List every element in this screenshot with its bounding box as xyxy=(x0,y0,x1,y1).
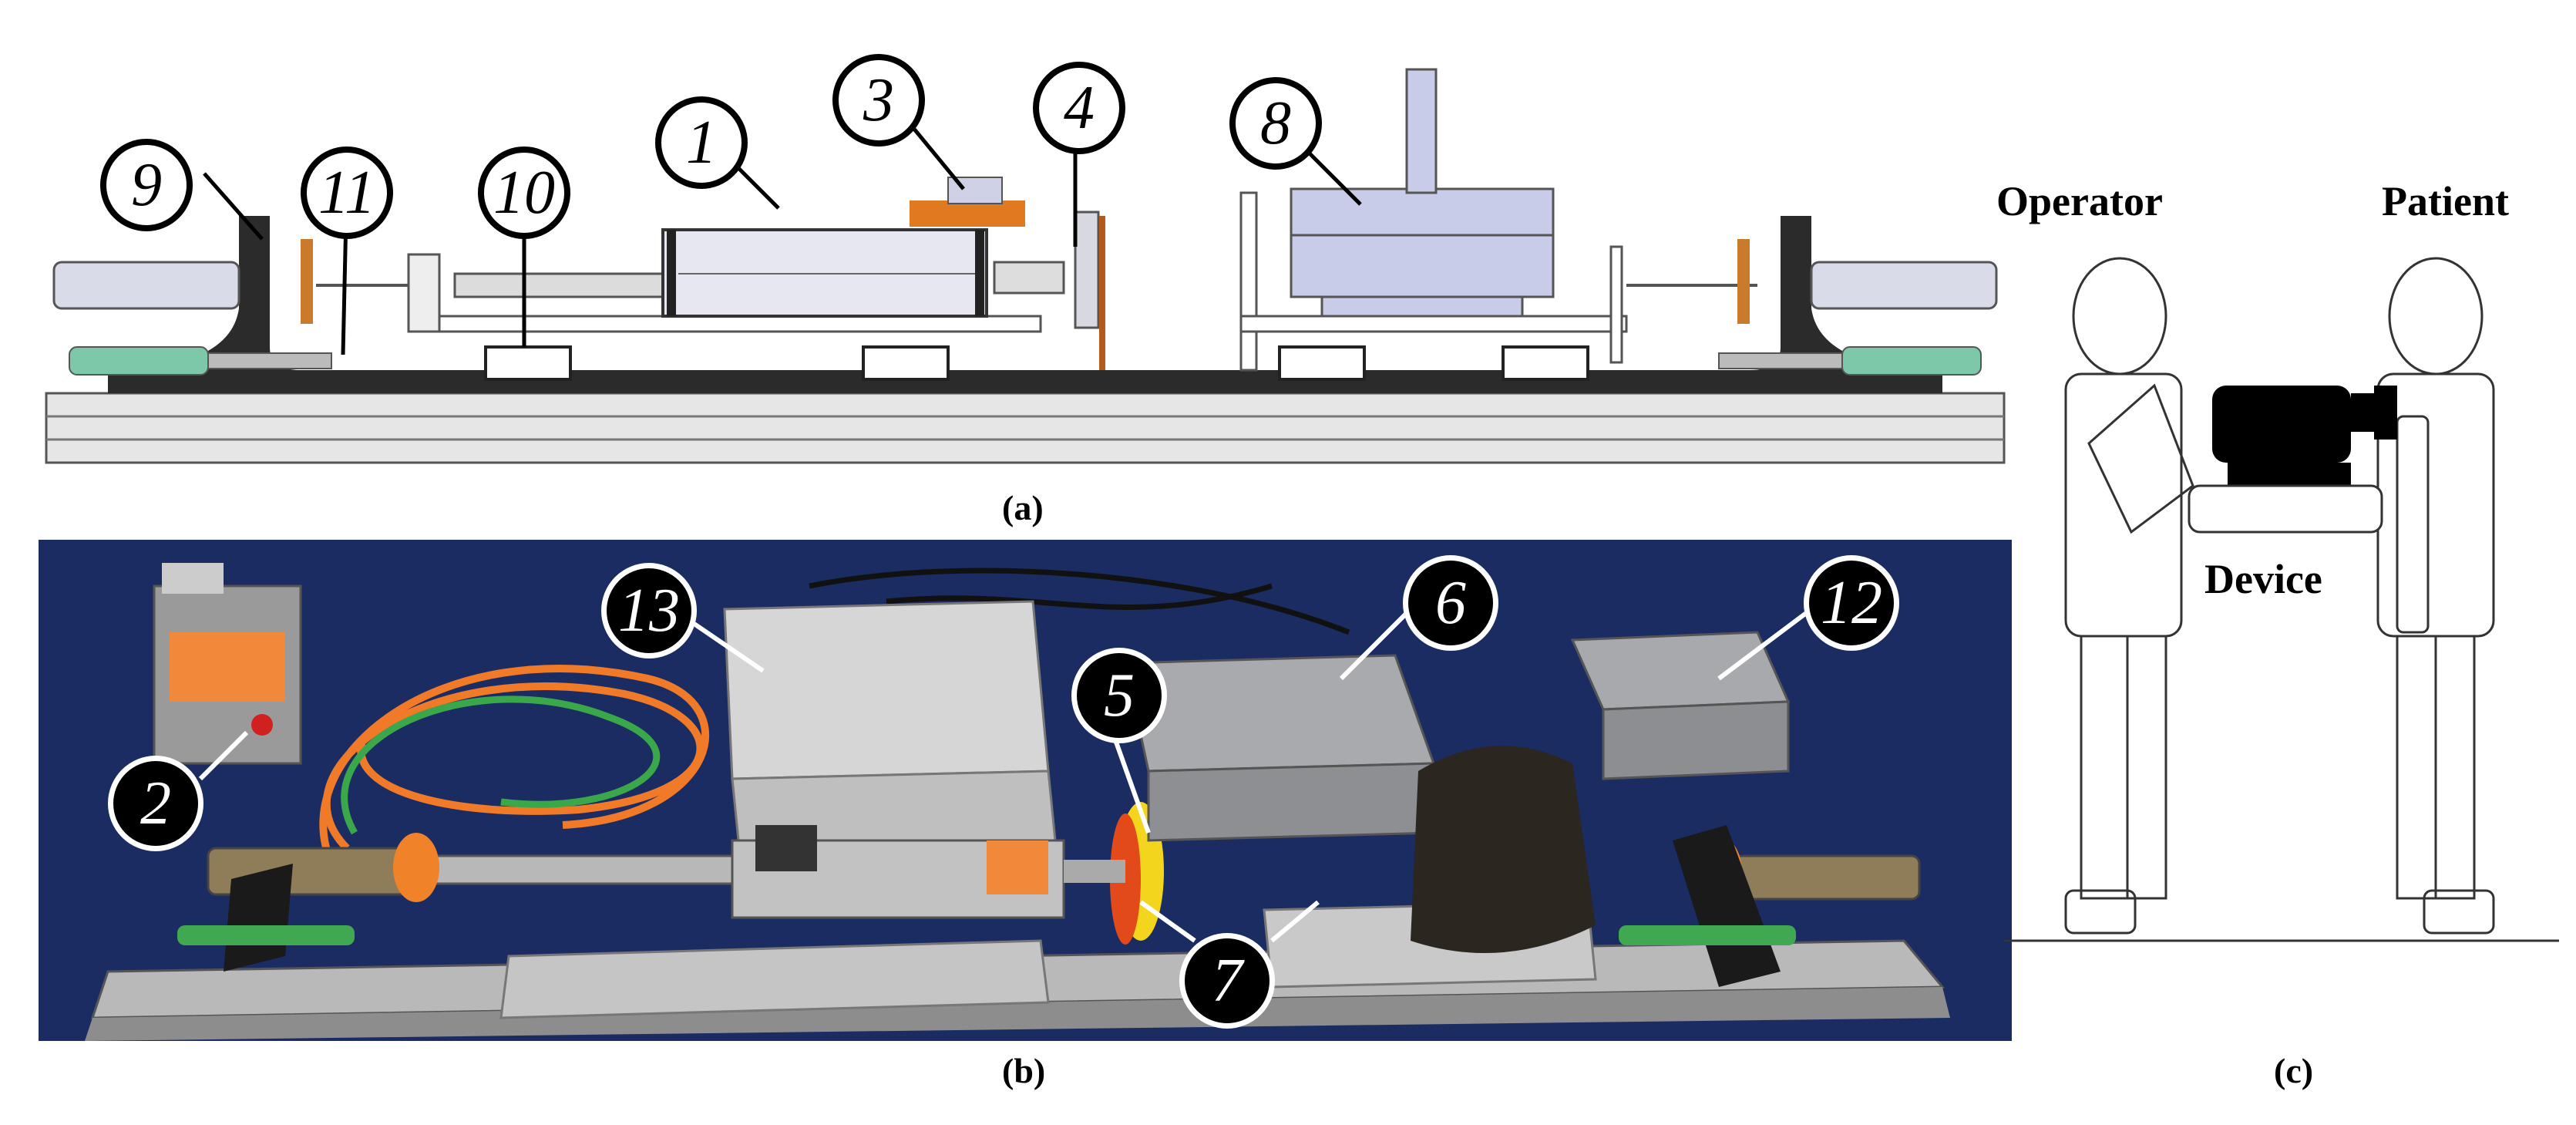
cad-side-view: 9 11 10 1 3 4 8 xyxy=(39,54,2012,486)
callout-3: 3 xyxy=(832,54,925,147)
callout-5: 5 xyxy=(1071,648,1167,743)
callout-12-text: 12 xyxy=(1821,568,1882,637)
callout-2: 2 xyxy=(108,756,203,851)
callout-4: 4 xyxy=(1033,62,1125,154)
callout-7: 7 xyxy=(1179,933,1275,1029)
callout-5-text: 5 xyxy=(1104,661,1135,729)
cad-drawing xyxy=(45,68,2006,464)
callout-9-text: 9 xyxy=(131,150,162,219)
callout-13-text: 13 xyxy=(618,576,680,645)
callout-6-text: 6 xyxy=(1435,568,1466,637)
usage-sketch-drawing xyxy=(2004,257,2559,942)
callout-9: 9 xyxy=(100,139,193,231)
device-label: Device xyxy=(2204,556,2322,602)
callout-10-text: 10 xyxy=(493,158,555,227)
callout-13: 13 xyxy=(601,563,697,658)
patient-label: Patient xyxy=(2382,178,2509,224)
callout-8-text: 8 xyxy=(1260,89,1291,157)
callout-4-text: 4 xyxy=(1064,73,1095,142)
callout-1: 1 xyxy=(655,96,748,189)
usage-scenario-sketch: Operator Patient Device xyxy=(1989,154,2574,972)
photo-illustration xyxy=(85,563,1950,1041)
callout-12: 12 xyxy=(1804,555,1899,651)
callout-3-text: 3 xyxy=(863,66,894,134)
callout-11-text: 11 xyxy=(318,158,376,227)
callout-6: 6 xyxy=(1403,555,1498,651)
callout-1-text: 1 xyxy=(686,108,717,177)
callout-11: 11 xyxy=(301,147,393,239)
callout-7-text: 7 xyxy=(1212,946,1243,1015)
operator-label: Operator xyxy=(1996,178,2163,224)
callout-10: 10 xyxy=(478,147,570,239)
caption-c: (c) xyxy=(2274,1051,2314,1090)
caption-a: (a) xyxy=(1002,488,1044,527)
callout-8: 8 xyxy=(1229,77,1322,170)
callout-2-text: 2 xyxy=(140,769,171,837)
photo-test-bench: 2 13 5 6 12 7 xyxy=(39,540,2012,1041)
caption-b: (b) xyxy=(1002,1051,1046,1090)
